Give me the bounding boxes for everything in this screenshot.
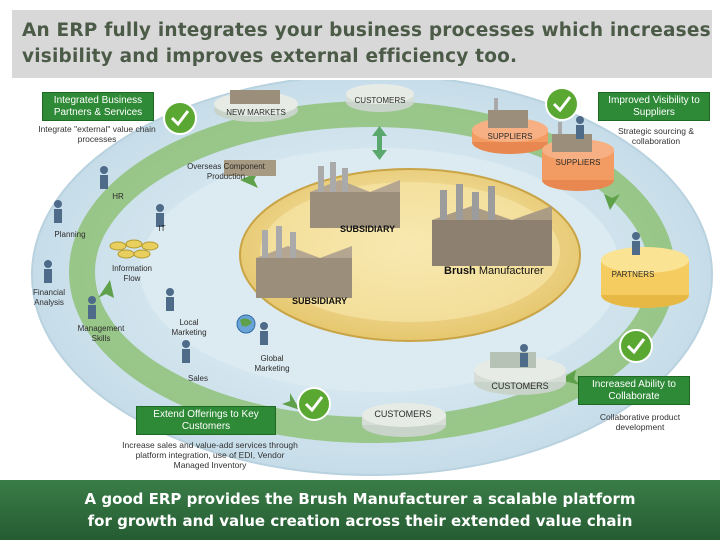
label-sales: Sales <box>187 374 208 383</box>
footer-text: A good ERP provides the Brush Manufactur… <box>0 488 720 532</box>
arrow-icon <box>604 194 620 210</box>
box-partners-services: Integrated Business Partners & Services <box>42 92 154 121</box>
label-new-markets: NEW MARKETS <box>226 108 286 117</box>
globe-icon <box>236 314 256 334</box>
customer-disc-bottom <box>362 403 446 437</box>
note-collaborate: Collaborative product development <box>599 412 681 432</box>
double-arrow-icon <box>372 126 387 160</box>
label-overseas: Overseas Component Production <box>187 162 265 181</box>
label-local-marketing: Local Marketing <box>171 318 207 337</box>
label-brush: Brush <box>444 265 476 277</box>
label-customers-bottom: CUSTOMERS <box>374 409 432 419</box>
arrow-icon <box>282 393 300 410</box>
label-manufacturer: Manufacturer <box>478 265 544 277</box>
box-extend-offerings: Extend Offerings to Key Customers <box>136 406 276 435</box>
box-collaborate: Increased Ability to Collaborate <box>578 376 690 405</box>
footer-banner: A good ERP provides the Brush Manufactur… <box>0 480 720 540</box>
footer-line-1: A good ERP provides the Brush Manufactur… <box>84 490 636 508</box>
label-it: IT <box>158 224 166 233</box>
label-subsidiary-2: SUBSIDIARY <box>292 296 348 306</box>
label-suppliers-1: SUPPLIERS <box>487 132 533 141</box>
label-brush-manufacturer: Brush Manufacturer <box>444 265 544 277</box>
supplier-disc-2 <box>542 139 614 191</box>
check-icon <box>297 387 331 421</box>
check-icon <box>545 87 579 121</box>
footer-line-2: for growth and value creation across the… <box>87 512 633 530</box>
label-management-skills: Management Skills <box>77 324 125 343</box>
factory-icon <box>256 226 352 298</box>
arrow-icon <box>98 280 114 298</box>
page-title: An ERP fully integrates your business pr… <box>22 18 712 70</box>
check-icon <box>163 101 197 135</box>
people-icon <box>44 116 640 367</box>
title-line-1: An ERP fully integrates your business pr… <box>22 20 711 41</box>
label-suppliers-2: SUPPLIERS <box>555 158 601 167</box>
title-line-2: visibility and improves external efficie… <box>22 46 518 67</box>
note-visibility-suppliers: Strategic sourcing & collaboration <box>617 126 695 146</box>
coins-icon <box>109 239 159 259</box>
check-icon <box>619 329 653 363</box>
box-visibility-suppliers: Improved Visibility to Suppliers <box>598 92 710 121</box>
flow-arrows <box>98 172 620 410</box>
partner-disc <box>601 247 689 308</box>
label-financial-analysis: Financial Analysis <box>32 288 65 307</box>
label-subsidiary-1: SUBSIDIARY <box>340 224 396 234</box>
erp-diagram: Integrated Business Partners & Services … <box>0 80 720 480</box>
factory-icon <box>432 184 552 266</box>
diagram-graphics <box>31 80 713 476</box>
label-hr: HR <box>112 192 124 201</box>
customer-disc-top <box>346 84 414 112</box>
label-global-marketing: Global Marketing <box>254 354 290 373</box>
note-partners-services: Integrate "external" value chain process… <box>38 124 156 144</box>
factory-icon <box>310 162 400 228</box>
label-partners: PARTNERS <box>611 270 655 279</box>
label-customers-right: CUSTOMERS <box>491 381 549 391</box>
header-banner: An ERP fully integrates your business pr… <box>12 10 712 78</box>
label-customers-top: CUSTOMERS <box>354 96 406 105</box>
label-planning: Planning <box>54 230 86 239</box>
label-information-flow: Information Flow <box>111 264 153 283</box>
factory-icon <box>224 90 592 368</box>
note-extend-offerings: Increase sales and value-add services th… <box>122 440 298 470</box>
